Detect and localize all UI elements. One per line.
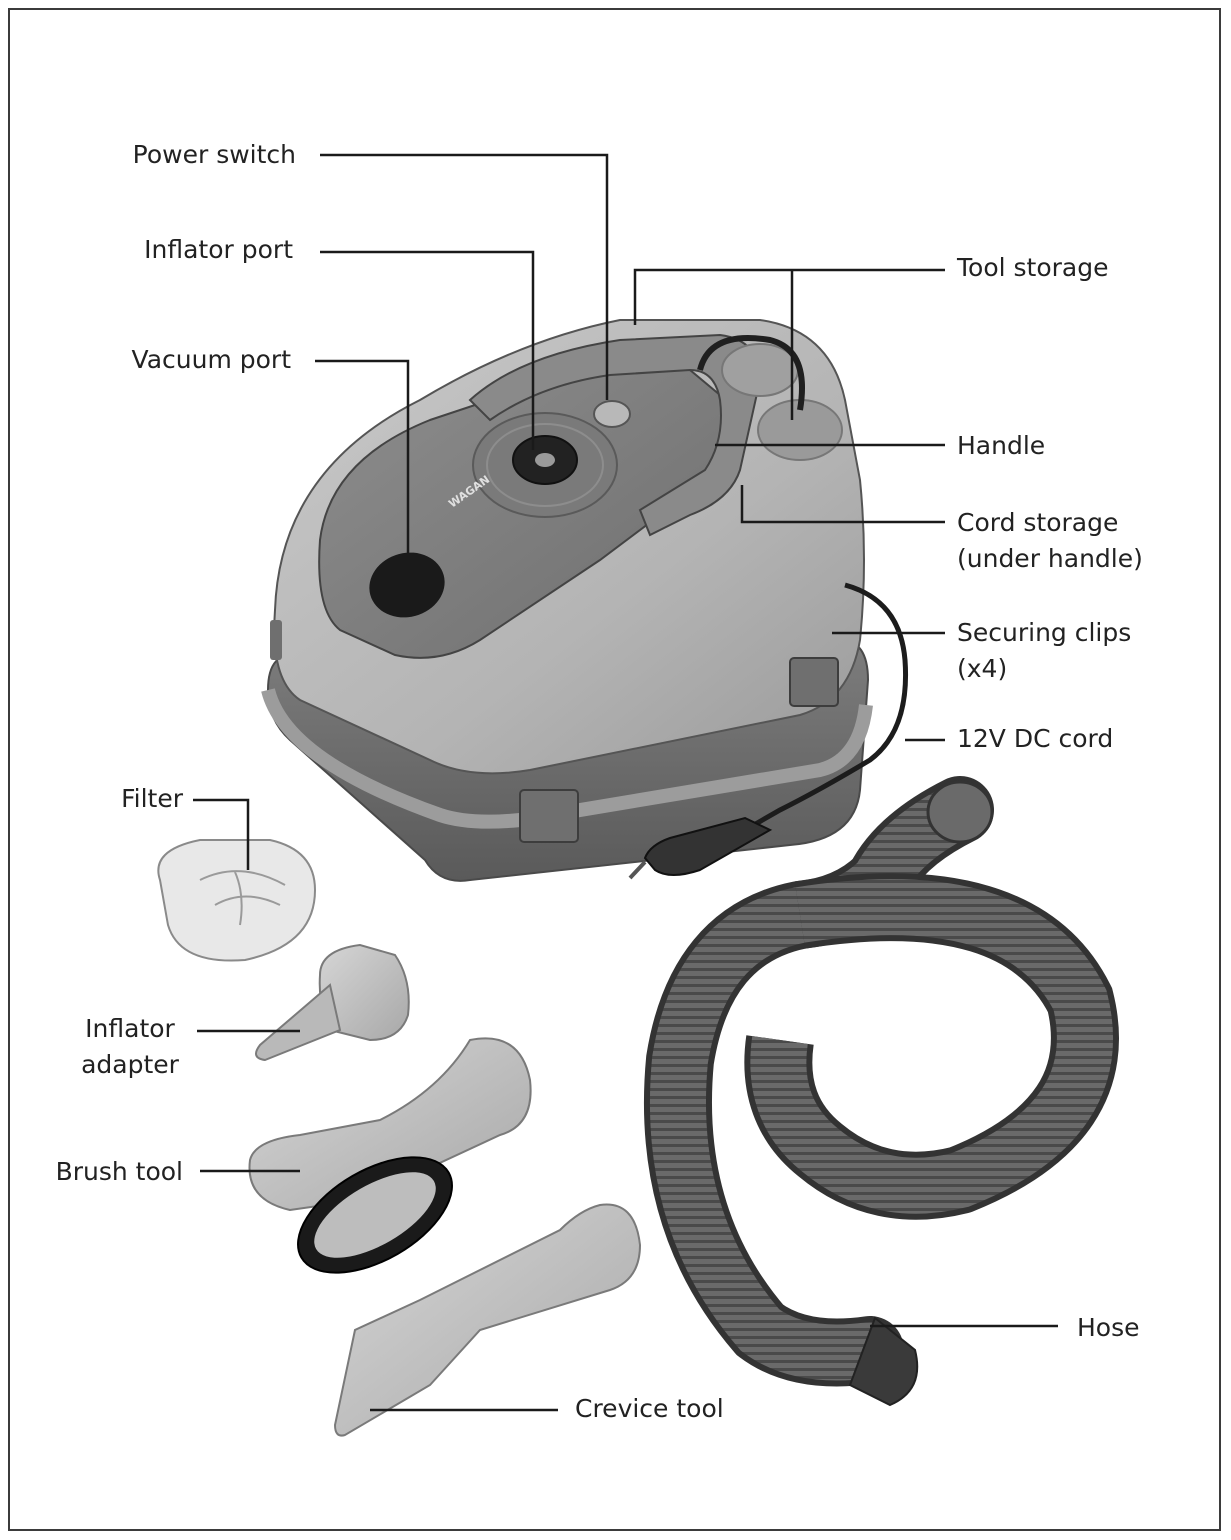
leader-lines [193,153,1058,1412]
label-inflator-adapter-line2: adapter [81,1050,179,1079]
label-handle: Handle [957,431,1046,460]
label-inflator-adapter-line1: Inflator [85,1014,175,1043]
label-cord-storage-line2: (under handle) [957,544,1143,573]
filter-illustration [157,839,317,962]
label-inflator-port: Inflator port [144,235,293,264]
hose-illustration [644,776,1119,1407]
label-vacuum-port: Vacuum port [131,345,291,374]
label-tool-storage: Tool storage [957,253,1109,282]
brush-tool-illustration [248,1037,532,1274]
label-filter: Filter [121,784,183,813]
inflator-adapter-illustration [255,943,410,1062]
label-securing-clips-line1: Securing clips [957,618,1132,647]
label-hose: Hose [1077,1313,1140,1342]
label-dc-cord: 12V DC cord [957,724,1114,753]
dc-cord [628,582,909,880]
label-power-switch: Power switch [132,140,296,169]
vacuum-unit: WAGAN [261,319,873,882]
diagram-frame [8,8,1221,1531]
label-securing-clips-line2: (x4) [957,654,1008,683]
label-brush-tool: Brush tool [55,1157,183,1186]
label-crevice-tool: Crevice tool [575,1394,724,1423]
label-cord-storage-line1: Cord storage [957,508,1119,537]
